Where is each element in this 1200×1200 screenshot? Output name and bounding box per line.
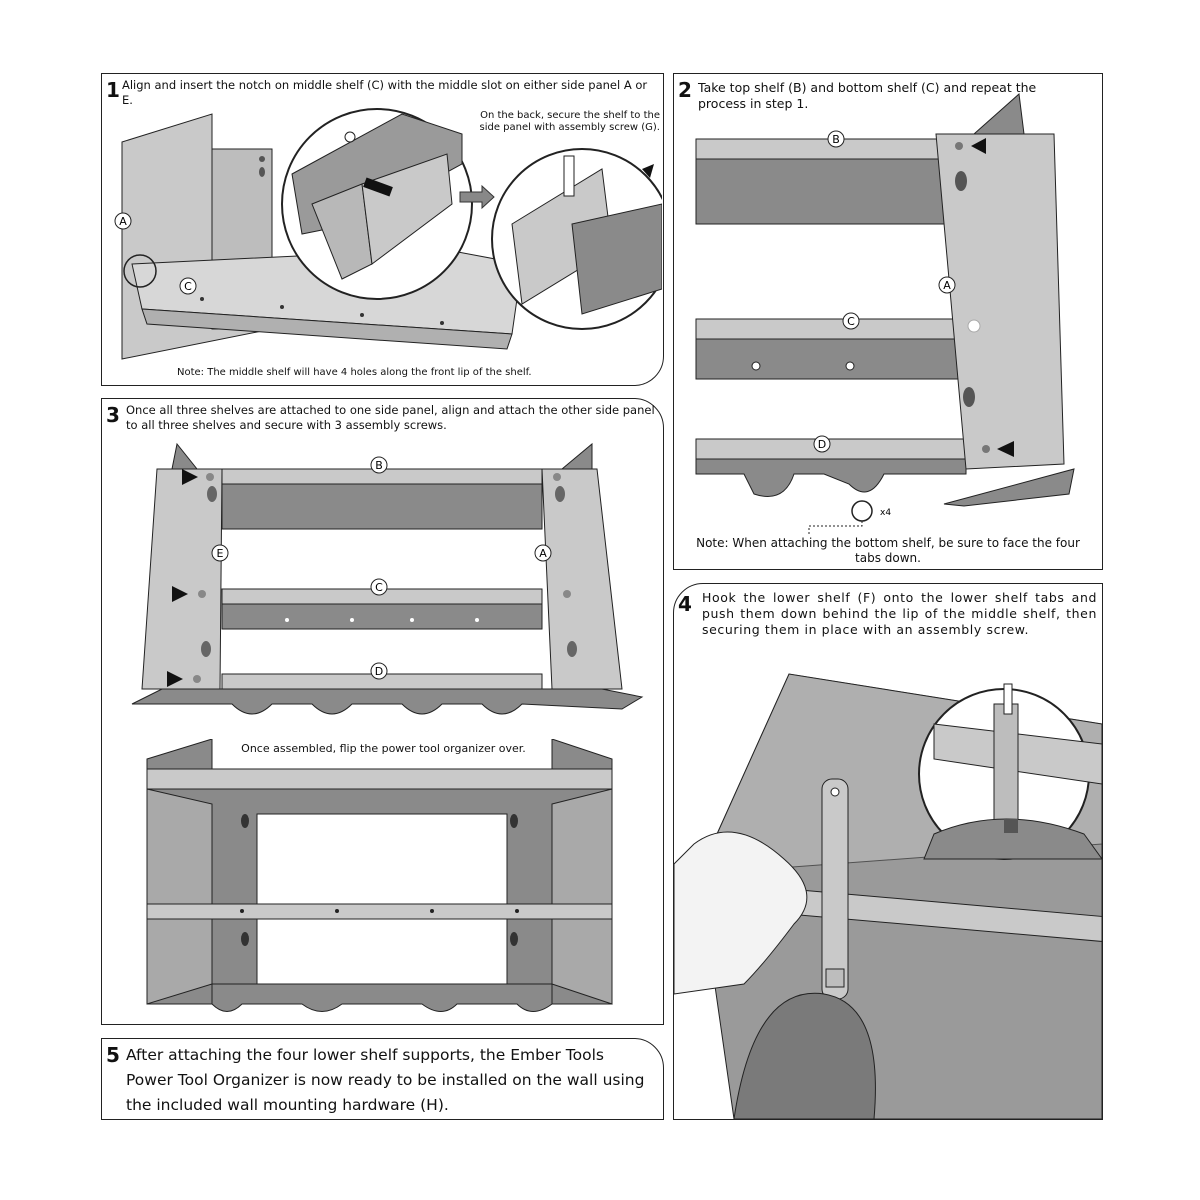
step-note: Note: When attaching the bottom shelf, b… — [696, 536, 1080, 565]
step-4-panel: 4 Hook the lower shelf (F) onto the lowe… — [673, 583, 1103, 1120]
step-1-illustration: A C — [114, 108, 662, 360]
step-number: 2 — [678, 78, 692, 102]
step-number: 3 — [106, 403, 120, 427]
label-a: A — [119, 215, 127, 228]
step-3-flipped-illustration — [146, 739, 613, 1012]
step-number: 1 — [106, 78, 120, 102]
step-instruction: Once all three shelves are attached to o… — [126, 403, 655, 432]
label-b: B — [832, 133, 840, 146]
step-number: 5 — [106, 1043, 120, 1067]
label-a: A — [539, 547, 547, 560]
step-4-illustration — [674, 673, 1102, 1119]
step-instruction: Take top shelf (B) and bottom shelf (C) … — [698, 80, 1037, 111]
step-3-panel: 3 Once all three shelves are attached to… — [101, 398, 664, 1025]
label-d: D — [375, 665, 383, 678]
label-a: A — [943, 279, 951, 292]
step-instruction: Hook the lower shelf (F) onto the lower … — [702, 590, 1097, 637]
step-note: Note: The middle shelf will have 4 holes… — [177, 367, 532, 378]
step-number: 4 — [678, 592, 692, 616]
label-c: C — [184, 280, 192, 293]
step-subtext: Once assembled, flip the power tool orga… — [241, 742, 526, 755]
label-d: D — [818, 438, 826, 451]
step-instruction: After attaching the four lower shelf sup… — [126, 1046, 645, 1114]
step-instruction: Align and insert the notch on middle she… — [122, 78, 648, 107]
label-b: B — [375, 459, 383, 472]
label-c: C — [375, 581, 383, 594]
step-2-panel: 2 Take top shelf (B) and bottom shelf (C… — [673, 73, 1103, 570]
step-5-panel: 5 After attaching the four lower shelf s… — [101, 1038, 664, 1120]
callout-text: On the back, secure the shelf to the sid… — [479, 110, 661, 133]
multiplier-label: x4 — [880, 508, 891, 518]
step-1-panel: 1 Align and insert the notch on middle s… — [101, 73, 664, 386]
label-c: C — [847, 315, 855, 328]
step-3-assembly-illustration: B E A C D — [131, 442, 644, 715]
label-e: E — [217, 547, 224, 560]
step-2-illustration: B A C D x4 — [695, 92, 1075, 534]
